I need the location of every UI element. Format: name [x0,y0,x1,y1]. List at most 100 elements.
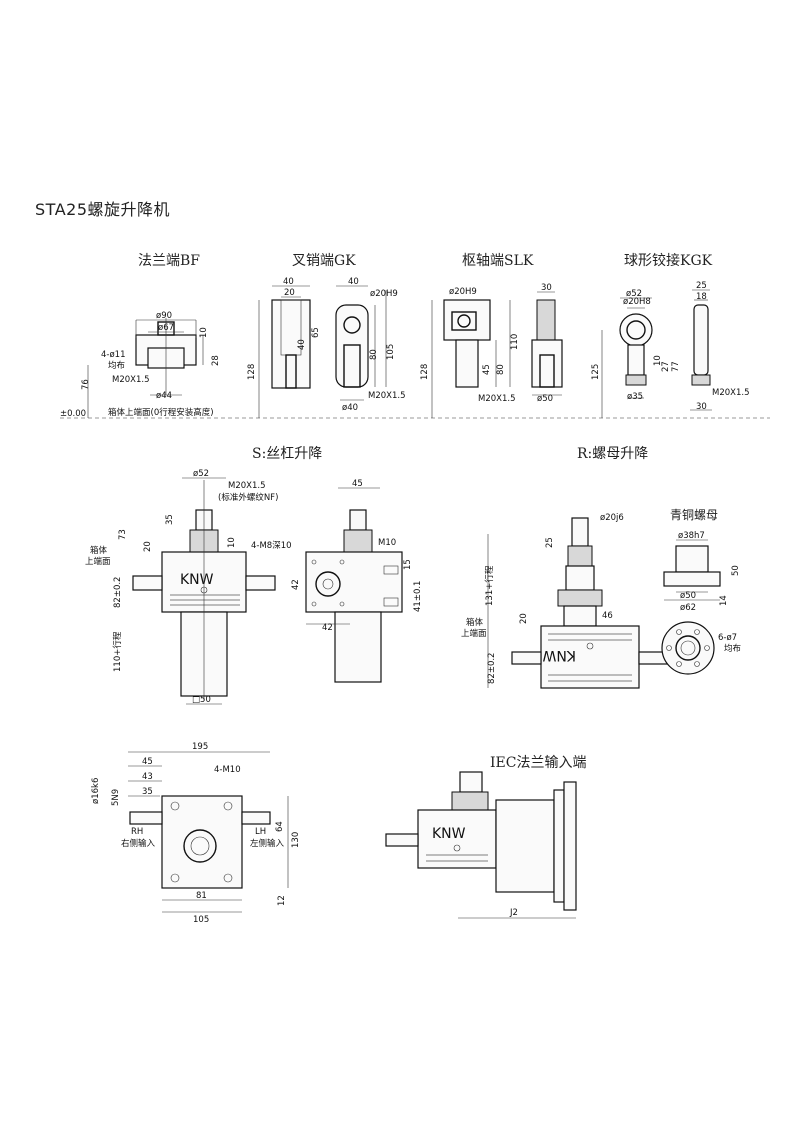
datum-line: ±0.00 箱体上端面(0行程安装高度) [60,407,770,419]
bot-w195: 195 [192,742,208,752]
bronze-nut-title: 青铜螺母 [670,508,719,522]
bf-holes: 4-ø11 [101,350,126,360]
page-title: STA25螺旋升降机 [35,200,170,219]
gk-w20: 20 [284,288,295,298]
bf-d67: ø67 [158,323,174,333]
bot-w45: 45 [142,757,153,767]
nut-h14: 14 [719,595,729,606]
bot-w105: 105 [193,915,209,925]
s-thread: M20X1.5 [228,481,266,491]
slk-d50: ø50 [537,394,553,404]
s-h82: 82±0.2 [113,577,123,608]
s-top-face-label: 上端面 [85,556,111,567]
bot-w35: 35 [142,787,153,797]
s-lift-side-view: 45 4-M8深10 M10 42 42 15 41±0.1 [251,479,423,683]
bf-uniform: 均布 [108,360,125,371]
s-h41: 41±0.1 [413,581,423,612]
bot-h12: 12 [277,895,287,906]
top-view-bottom: 195 45 43 35 ø16k6 5N9 4-M10 64 130 81 1… [91,742,301,925]
kgk-d20: ø20H8 [623,297,651,307]
slk-thread: M20X1.5 [478,394,516,404]
lh-cn-label: 左侧输入 [250,838,285,849]
bf-thread: M20X1.5 [112,375,150,385]
rh-label: RH [131,827,143,837]
bot-h130: 130 [291,832,301,848]
slk-d20: ø20H9 [449,287,477,297]
bot-h64: 64 [275,821,285,832]
s-housing-label: 箱体 [90,545,108,556]
slk-h110: 110 [510,334,520,350]
lh-label: LH [255,827,266,837]
gk-w40: 40 [283,277,294,287]
section-slk-title: 枢轴端SLK [462,253,534,269]
slk-h45: 45 [482,364,492,375]
section-gk-title: 叉销端GK [292,253,356,269]
gk-h40: 40 [297,339,307,350]
section-kgk-title: 球形铰接KGK [624,253,713,269]
s-h20: 20 [143,541,153,552]
s-h73: 73 [118,529,128,540]
zero-label: ±0.00 [60,409,86,419]
section-r-lift-title: R:螺母升降 [577,446,649,462]
slk-h128: 128 [420,364,430,380]
gk-h65: 65 [311,327,321,338]
kgk-h27: 27 [661,361,671,372]
s-d52: ø52 [193,469,209,479]
gk-h105: 105 [386,344,396,360]
kgk-w30: 30 [696,402,707,412]
kgk-h125: 125 [591,364,601,380]
bf-h76: 76 [81,379,91,390]
kgk-w18: 18 [696,292,707,302]
slk-pivot-view: ø20H9 128 45 80 110 M20X1.5 30 ø50 [420,283,563,418]
s-thread-note: (标准外螺纹NF) [218,492,278,503]
r-h25: 25 [545,537,555,548]
iec-j2: J2 [509,908,518,918]
r-stroke: 131+行程 [484,565,495,606]
housing-top-label: 箱体上端面(0行程安装高度) [108,407,214,418]
bot-w81: 81 [196,891,207,901]
r-w46: 46 [602,611,613,621]
s-m10: M10 [378,538,396,548]
kgk-thread: M20X1.5 [712,388,750,398]
kgk-w25: 25 [696,281,707,291]
r-h20: 20 [519,613,529,624]
gk-fork-view: 40 20 40 65 128 40 ø20H9 80 105 ø40 M20X… [247,277,406,418]
gk-d40: ø40 [342,403,358,413]
s-h10: 10 [227,537,237,548]
bronze-nut-view: ø38h7 50 14 ø50 ø62 6-ø7 均布 [661,531,741,675]
section-s-lift-title: S:丝杠升降 [252,446,323,462]
kgk-h77: 77 [671,361,681,372]
nut-d62: ø62 [680,603,696,613]
slk-w30: 30 [541,283,552,293]
rh-cn-label: 右侧输入 [121,838,156,849]
bf-h28: 28 [211,355,221,366]
bf-h10: 10 [199,327,209,338]
bot-d16: ø16k6 [91,778,101,804]
s-w42: 42 [322,623,333,633]
nut-holes: 6-ø7 [718,633,737,643]
gk-thread: M20X1.5 [368,391,406,401]
nut-h50: 50 [731,565,741,576]
r-top-face-label: 上端面 [461,628,487,639]
r-housing-label: 箱体 [466,617,484,628]
r-d20: ø20j6 [600,513,624,523]
bf-d90: ø90 [156,311,172,321]
section-iec-title: IEC法兰输入端 [490,755,587,771]
kgk-h10: 10 [653,355,663,366]
slk-h80: 80 [496,364,506,375]
kgk-d52: ø52 [626,289,642,299]
r-h82: 82±0.2 [487,653,497,684]
s-stroke: 110+行程 [112,631,123,672]
kgk-d35: ø35 [627,392,643,402]
s-holes: 4-M8深10 [251,541,292,551]
bot-key: 5N9 [111,789,121,806]
s-h15: 15 [403,559,413,570]
brand-knw-r: KNW [542,647,576,663]
s-lift-front-view: KNW ø52 M20X1.5 (标准外螺纹NF) 35 73 20 10 箱体… [85,469,278,705]
r-lift-view: KNW ø20j6 25 131+行程 20 46 箱体 上端面 82±0.2 [461,513,669,689]
nut-d50: ø50 [680,591,696,601]
section-bf-title: 法兰端BF [138,253,201,269]
nut-d38: ø38h7 [678,531,705,541]
nut-uniform: 均布 [724,643,741,654]
gk-h128: 128 [247,364,257,380]
